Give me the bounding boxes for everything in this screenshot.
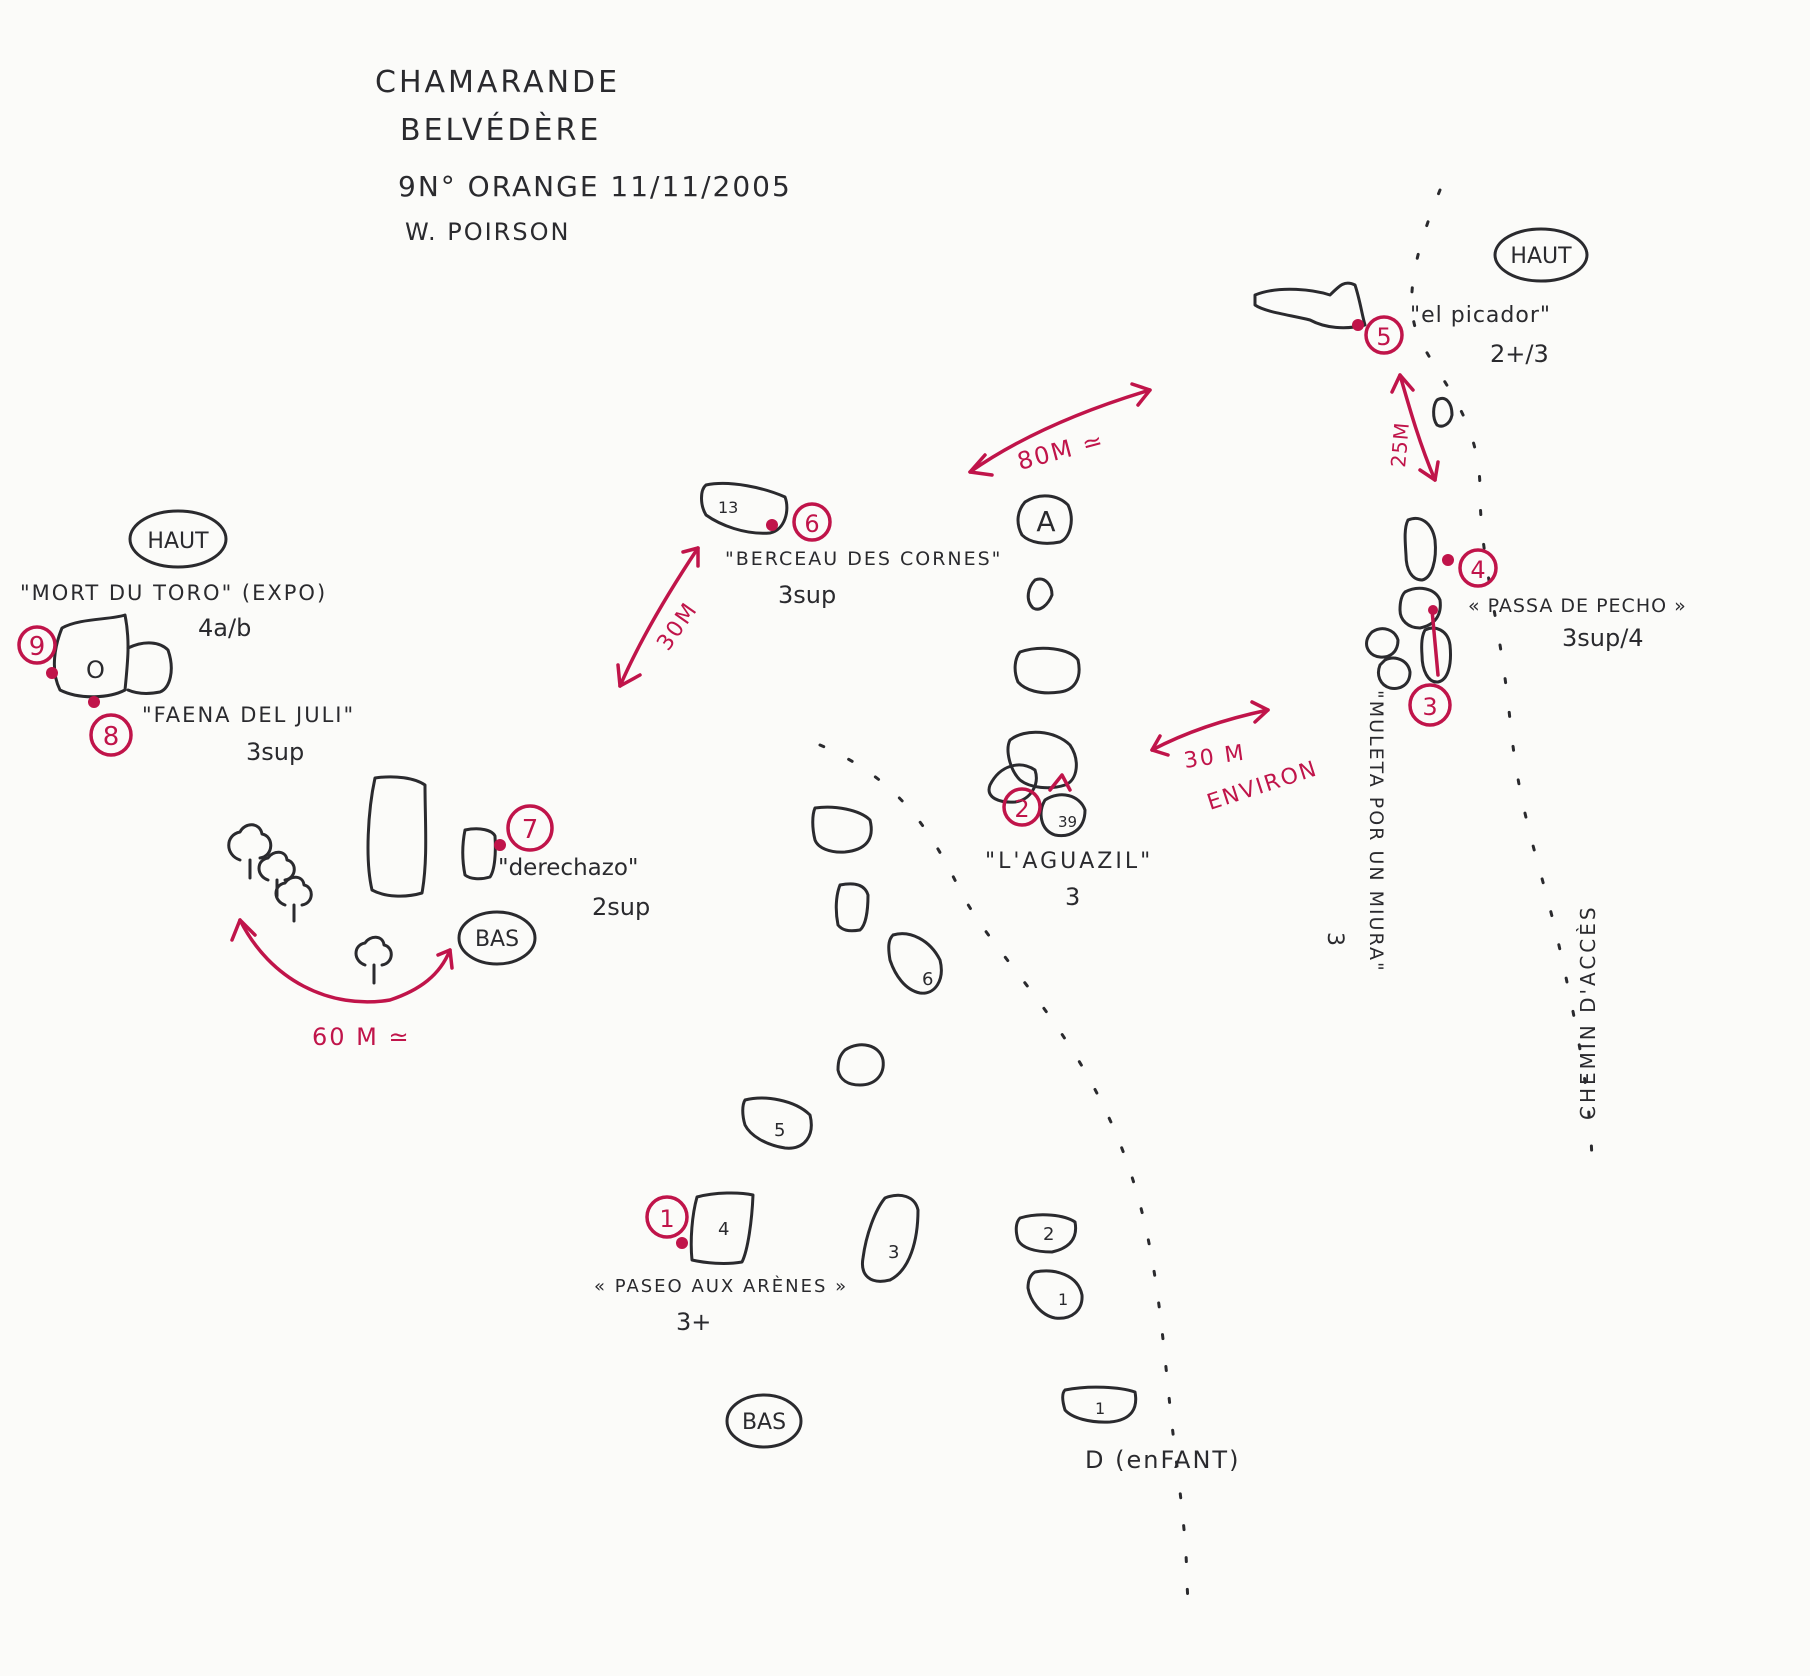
svg-text:BAS: BAS <box>475 927 519 952</box>
svg-text:HAUT: HAUT <box>1510 244 1572 269</box>
chemin-label: CHEMIN D'ACCÈS <box>1576 904 1600 1120</box>
header-title: CHAMARANDE <box>375 65 620 100</box>
svg-text:BAS: BAS <box>742 1410 786 1435</box>
svg-text:9: 9 <box>29 632 46 662</box>
svg-text:5: 5 <box>1376 323 1391 351</box>
route-badge-7: 7 <box>506 804 554 852</box>
label-haut-left: HAUT <box>128 509 228 569</box>
route-name-9: "MORT DU TORO" (EXPO) <box>20 581 327 605</box>
svg-text:HAUT: HAUT <box>147 529 209 554</box>
route-badge-8: 8 <box>89 713 133 757</box>
route-badge-3: 3 <box>1408 683 1452 727</box>
svg-text:1: 1 <box>659 1205 674 1233</box>
route-labels: "MORT DU TORO" (EXPO) 4a/b "FAENA DEL JU… <box>20 303 1687 1336</box>
label-bas-bottom: BAS <box>725 1393 803 1449</box>
boulder-a: A <box>1036 505 1055 538</box>
route-grade-1: 3+ <box>676 1308 711 1336</box>
header-author: W. POIRSON <box>405 218 570 246</box>
route-name-7: "derechazo" <box>498 855 638 881</box>
route-grade-9: 4a/b <box>198 614 251 642</box>
route-name-8: "FAENA DEL JULI" <box>142 703 355 727</box>
route-badges: 9 8 7 6 2 5 4 3 <box>17 315 1498 1239</box>
label-bas-left: BAS <box>457 910 537 966</box>
enfant-label: D (enFANT) <box>1085 1446 1240 1474</box>
boulder-6: 6 <box>922 969 933 990</box>
label-haut-right: HAUT <box>1493 227 1589 283</box>
boulders: O 13 A 39 6 5 4 3 2 <box>52 281 1454 1424</box>
boulder-13: 13 <box>718 498 738 517</box>
boulder-2: 2 <box>1043 1224 1054 1245</box>
boulder-4: 4 <box>718 1219 729 1240</box>
route-name-1: « PASEO AUX ARÈNES » <box>594 1275 848 1297</box>
route-name-6: "BERCEAU DES CORNES" <box>725 548 1002 570</box>
route-name-3: "MULETA POR UN MIURA" <box>1365 690 1387 973</box>
svg-text:2: 2 <box>1014 795 1029 823</box>
svg-text:7: 7 <box>522 815 539 845</box>
start-dots <box>46 319 1454 1249</box>
boulder-1a: 1 <box>1058 1290 1068 1309</box>
distance-80m: 80M ≃ <box>1014 426 1107 476</box>
route-name-4: « PASSA DE PECHO » <box>1468 595 1687 617</box>
distance-30m-b: 30 M <box>1182 741 1247 774</box>
route-grade-5: 2+/3 <box>1490 340 1549 368</box>
distance-60m: 60 M ≃ <box>312 1023 411 1051</box>
route-grade-8: 3sup <box>246 738 304 766</box>
distance-25m: 25M <box>1386 421 1414 469</box>
route-badge-1: 1 <box>645 1195 689 1239</box>
route-name-5: "el picador" <box>1410 303 1551 328</box>
svg-text:8: 8 <box>103 722 120 752</box>
route-name-2: "L'AGUAZIL" <box>985 849 1153 874</box>
header-date: 9N° ORANGE 11/11/2005 <box>398 170 792 203</box>
boulder-39: 39 <box>1058 813 1077 831</box>
trees <box>227 823 393 985</box>
distance-labels: 80M ≃ 30M 30 M ENVIRON 25M 60 M ≃ <box>312 421 1414 1051</box>
route-badge-4: 4 <box>1458 548 1498 588</box>
route-grade-6: 3sup <box>778 581 836 609</box>
svg-text:4: 4 <box>1470 556 1485 584</box>
boulder-3: 3 <box>888 1242 899 1263</box>
route-badge-2: 2 <box>1002 787 1042 827</box>
route-grade-2: 3 <box>1065 883 1080 911</box>
route-badge-6: 6 <box>792 502 832 542</box>
boulder-o: O <box>86 656 105 684</box>
route-grade-4: 3sup/4 <box>1562 624 1644 652</box>
route-badge-5: 5 <box>1364 315 1404 355</box>
distance-arrows <box>230 373 1440 1004</box>
svg-text:3: 3 <box>1422 693 1437 721</box>
boulder-5: 5 <box>774 1120 785 1141</box>
header: CHAMARANDE BELVÉDÈRE 9N° ORANGE 11/11/20… <box>375 65 792 246</box>
boulder-1b: 1 <box>1095 1399 1105 1418</box>
header-subtitle: BELVÉDÈRE <box>400 112 601 148</box>
dotted-path-middle <box>818 743 1190 1602</box>
svg-text:6: 6 <box>804 510 819 538</box>
route-grade-3: 3 <box>1322 932 1347 946</box>
route-grade-7: 2sup <box>592 893 650 921</box>
path-labels: CHEMIN D'ACCÈS D (enFANT) <box>1085 904 1600 1474</box>
route-badge-9: 9 <box>17 625 57 665</box>
